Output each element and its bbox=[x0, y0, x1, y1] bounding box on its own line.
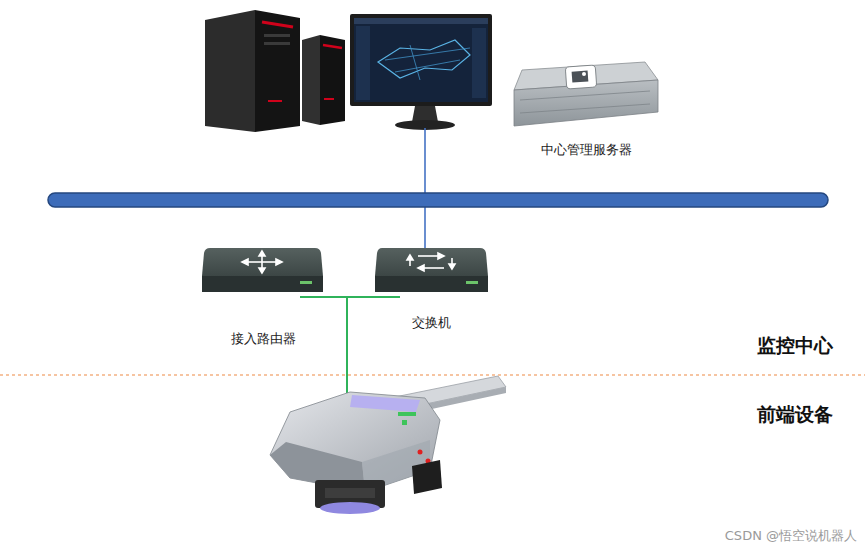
node-label: 接入路由器 bbox=[200, 330, 326, 348]
rail-robot bbox=[270, 376, 506, 514]
router-node: 接入路由器 bbox=[200, 243, 326, 351]
zone-label: 监控中心 bbox=[757, 333, 833, 359]
rack-server bbox=[514, 62, 658, 126]
node-label: 交换机 bbox=[372, 314, 490, 332]
network-wire bbox=[346, 297, 348, 393]
switch-node: 交换机 bbox=[372, 243, 490, 335]
network-bus bbox=[48, 193, 828, 207]
network-link bbox=[424, 206, 426, 250]
watermark: CSDN @悟空说机器人 bbox=[725, 527, 857, 545]
monitor bbox=[350, 14, 492, 130]
router-icon bbox=[202, 248, 323, 292]
workstation-tower bbox=[302, 35, 345, 125]
zone-label: 前端设备 bbox=[757, 402, 833, 428]
server-node: 中心管理服务器 bbox=[508, 58, 664, 162]
node-label: 中心管理服务器 bbox=[508, 141, 664, 159]
network-wire bbox=[326, 296, 372, 298]
zone-separator bbox=[0, 374, 865, 376]
switch-icon bbox=[375, 248, 488, 292]
workstation-tower bbox=[205, 10, 300, 132]
network-wire bbox=[370, 296, 400, 298]
network-wire bbox=[300, 296, 328, 298]
network-link bbox=[424, 128, 426, 194]
